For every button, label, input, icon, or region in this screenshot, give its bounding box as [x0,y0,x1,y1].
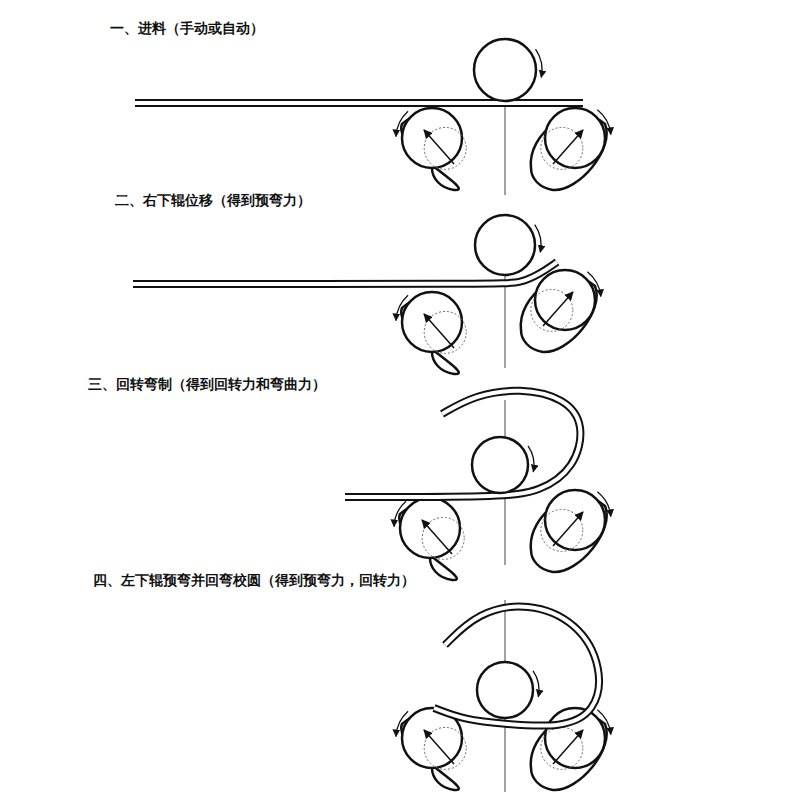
bottom-roller [399,498,464,580]
steel-plate [135,103,583,104]
step-heading: 二、右下辊位移（得到预弯力） [115,192,311,209]
top-roller [472,437,528,493]
steel-plate [345,391,580,497]
bottom-roller [521,270,597,352]
bottom-roller [401,108,466,190]
steel-plate [434,607,599,726]
top-roller [474,39,536,101]
rotation-arrow [396,111,408,136]
bottom-roller [531,490,607,572]
rotation-arrow [533,671,539,697]
bottom-roller [401,708,466,790]
bottom-roller [531,108,607,190]
rotation-arrow [597,110,610,135]
top-roller [475,215,535,275]
rotation-arrow [394,501,406,526]
rotation-arrow [587,272,600,297]
bottom-roller [401,292,466,374]
rotation-arrow [536,49,542,77]
top-roller [477,662,533,718]
step-heading: 四、左下辊预弯并回弯校圆（得到预弯力，回转力） [93,572,415,589]
step-heading: 一、进料（手动或自动） [110,20,264,37]
rotation-arrow [597,492,610,517]
rotation-arrow [535,225,541,252]
rotation-arrow [597,710,610,735]
rotation-arrow [528,446,534,472]
rotation-arrow [396,711,408,736]
step-heading: 三、回转弯制（得到回转力和弯曲力） [88,376,326,393]
rotation-arrow [396,295,408,320]
